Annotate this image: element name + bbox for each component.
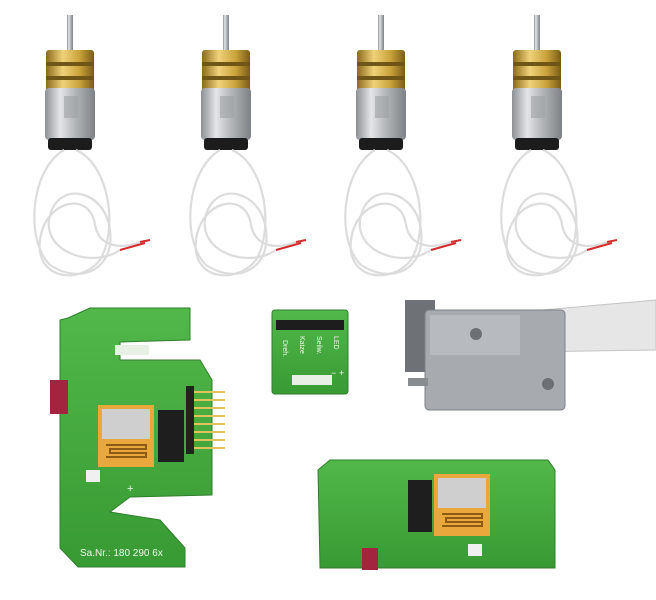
gear-motor-2: [189, 13, 308, 277]
label-dreh: Dreh.: [281, 340, 288, 357]
label-seilw: Seilw.: [315, 336, 322, 354]
label-katze: Katze: [298, 336, 305, 354]
label-plus: +: [339, 368, 344, 378]
serial-label: Sa.Nr.: 180 290 6x: [80, 548, 163, 559]
wifi-board: [317, 459, 556, 570]
label-led: LED: [332, 336, 339, 350]
servo-module: [405, 299, 656, 411]
slide-switch: [50, 380, 68, 414]
gear-motor-4: [500, 13, 619, 277]
label-minus: −: [331, 368, 336, 378]
gear-motor-1: [33, 13, 152, 277]
main-controller-board: + Sa.Nr.: 180 290 6x: [50, 307, 225, 568]
svg-text:+: +: [127, 483, 133, 495]
sensor-board: Dreh. Katze Seilw. LED − +: [271, 309, 349, 395]
gear-motor-3: [344, 13, 463, 277]
